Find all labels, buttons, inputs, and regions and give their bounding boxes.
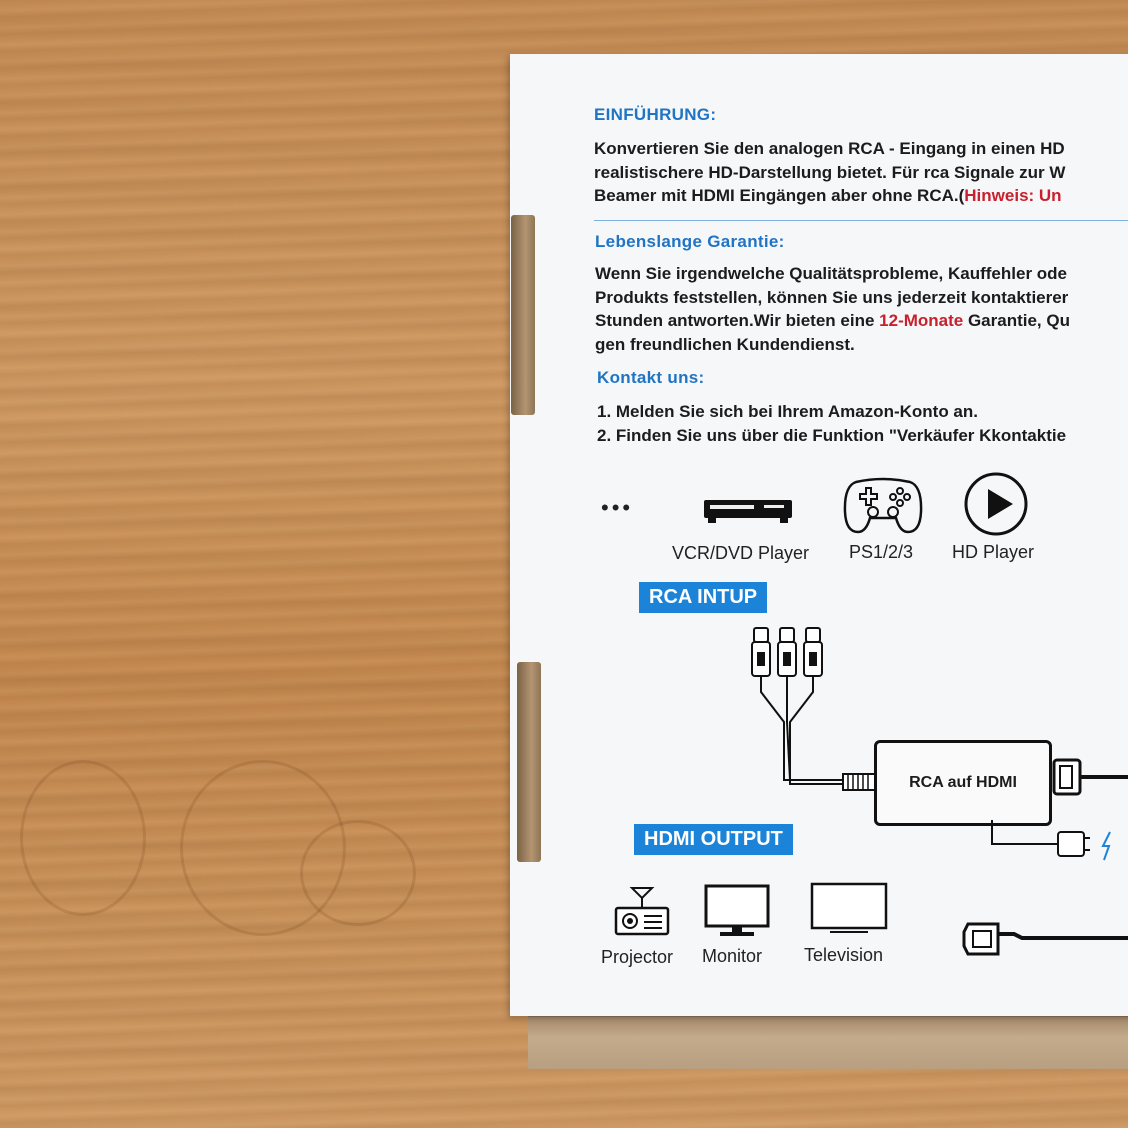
hd-player-label: HD Player: [952, 542, 1035, 562]
warranty-line-1: Wenn Sie irgendwelche Qualitätsprobleme,…: [595, 264, 1068, 283]
contact-step-1: 1. Melden Sie sich bei Ihrem Amazon-Kont…: [597, 402, 978, 421]
box-flap-top: [511, 215, 535, 415]
television-icon: [810, 882, 888, 933]
television-label: Television: [804, 945, 884, 965]
intro-line-2: realistischere HD-Darstellung bietet. Fü…: [594, 162, 1066, 182]
monitor-icon: [704, 884, 770, 936]
hdmi-connector-icon: [962, 922, 1128, 956]
more-sources-dots: •••: [601, 495, 634, 520]
vcr-label: VCR/DVD Player: [672, 543, 810, 563]
product-box-back: [510, 54, 1128, 1016]
warranty-line-2: Produkts feststellen, können Sie uns jed…: [595, 287, 1069, 307]
intro-heading: EINFÜHRUNG:: [594, 105, 717, 124]
gamepad-icon: [843, 477, 923, 534]
wood-knot: [300, 820, 416, 926]
intro-note: Hinweis: Un: [964, 186, 1062, 205]
contact-steps: 1. Melden Sie sich bei Ihrem Amazon-Kont…: [597, 400, 1066, 447]
hdmi-out-cable-icon: [1052, 758, 1128, 796]
warranty-highlight: 12-Monate: [879, 311, 964, 330]
ps-label: PS1/2/3: [849, 542, 914, 562]
converter-label: RCA auf HDMI: [909, 774, 1017, 791]
power-plug-icon: [991, 820, 1111, 861]
intro-line-1: Konvertieren Sie den analogen RCA - Eing…: [594, 139, 1065, 158]
intro-text: Konvertieren Sie den analogen RCA - Eing…: [594, 137, 1065, 208]
rca-cable-icon: [751, 627, 876, 791]
converter-box: RCA auf HDMI: [874, 740, 1052, 826]
section-divider: [594, 220, 1128, 221]
monitor-label: Monitor: [702, 946, 763, 966]
box-cardboard-edge: [528, 1015, 1128, 1069]
rca-input-badge: RCA INTUP: [639, 582, 768, 613]
box-flap-bottom: [517, 662, 541, 862]
contact-step-2: 2. Finden Sie uns über die Funktion "Ver…: [597, 425, 1067, 445]
play-icon: [964, 472, 1028, 536]
intro-line-3: Beamer mit HDMI Eingängen aber ohne RCA.…: [594, 186, 1062, 205]
vcr-dvd-player-icon: [704, 500, 792, 523]
warranty-line-4: gen freundlichen Kundendienst.: [595, 334, 855, 354]
warranty-heading: Lebenslange Garantie:: [595, 232, 785, 251]
projector-icon: [614, 887, 670, 936]
warranty-text: Wenn Sie irgendwelche Qualitätsprobleme,…: [595, 262, 1070, 356]
wood-knot: [20, 760, 146, 916]
projector-label: Projector: [601, 947, 674, 967]
warranty-line-3: Stunden antworten.Wir bieten eine 12-Mon…: [595, 311, 1070, 330]
hdmi-output-badge: HDMI OUTPUT: [634, 824, 793, 855]
contact-heading: Kontakt uns:: [597, 368, 705, 387]
